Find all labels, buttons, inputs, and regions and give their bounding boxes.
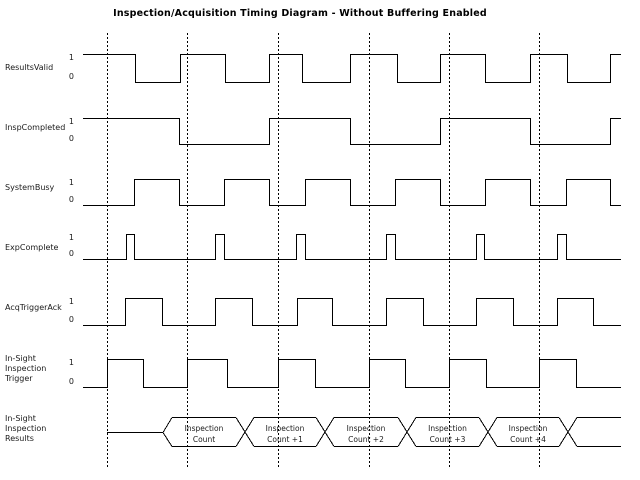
signal-label-in-sight-inspection-results: In-Sight Inspection Results [5, 414, 47, 443]
waveform-expcomplete [83, 234, 621, 260]
level-label-low-inspcompleted: 0 [68, 134, 74, 143]
level-label-low-expcomplete: 0 [68, 249, 74, 258]
signal-label-expcomplete: ExpComplete [5, 243, 59, 252]
waveform-resultsvalid [83, 54, 621, 83]
waveform-in-sight-inspection-trigger [83, 359, 621, 388]
waveform-inspcompleted [83, 118, 621, 145]
level-label-high-systembusy: 1 [68, 178, 74, 187]
results-bus-segment-label: Count +4 [510, 435, 546, 444]
level-label-high-expcomplete: 1 [68, 233, 74, 242]
results-bus-segment-label: Count +3 [430, 435, 466, 444]
results-bus-segment-label: Inspection [185, 424, 224, 433]
signal-label-acqtriggerack: AcqTriggerAck [5, 303, 62, 312]
level-label-high-resultsvalid: 1 [68, 53, 74, 62]
level-label-low-resultsvalid: 0 [68, 72, 74, 81]
results-bus-segment-label: Count [193, 435, 215, 444]
results-bus-crossover [558, 417, 578, 447]
diagram-title: Inspection/Acquisition Timing Diagram - … [113, 8, 487, 19]
waveform-systembusy [83, 179, 621, 206]
results-bus-crossover [235, 417, 255, 447]
waveform-acqtriggerack [83, 298, 621, 326]
results-bus-segment-label: Inspection [266, 424, 305, 433]
results-bus-open-slant [162, 432, 173, 447]
level-label-high-inspcompleted: 1 [68, 117, 74, 126]
results-bus-segment-label: Inspection [509, 424, 548, 433]
level-label-low-acqtriggerack: 0 [68, 315, 74, 324]
level-label-high-in-sight-inspection-trigger: 1 [68, 358, 74, 367]
level-label-low-systembusy: 0 [68, 195, 74, 204]
level-label-high-acqtriggerack: 1 [68, 297, 74, 306]
results-bus-segment-label: Count +1 [267, 435, 303, 444]
signal-label-systembusy: SystemBusy [5, 183, 55, 192]
results-bus-segment-label: Count +2 [348, 435, 384, 444]
results-bus-crossover [315, 417, 335, 447]
signal-label-inspcompleted: InspCompleted [5, 123, 66, 132]
results-bus-segment-label: Inspection [428, 424, 467, 433]
results-bus-crossover [397, 417, 417, 447]
results-bus-crossover [478, 417, 498, 447]
level-label-low-in-sight-inspection-trigger: 0 [68, 377, 74, 386]
signal-label-resultsvalid: ResultsValid [5, 63, 54, 72]
results-bus-segment-label: Inspection [347, 424, 386, 433]
results-bus-open-slant [162, 417, 173, 433]
signal-label-in-sight-inspection-trigger: In-Sight Inspection Trigger [5, 354, 47, 383]
